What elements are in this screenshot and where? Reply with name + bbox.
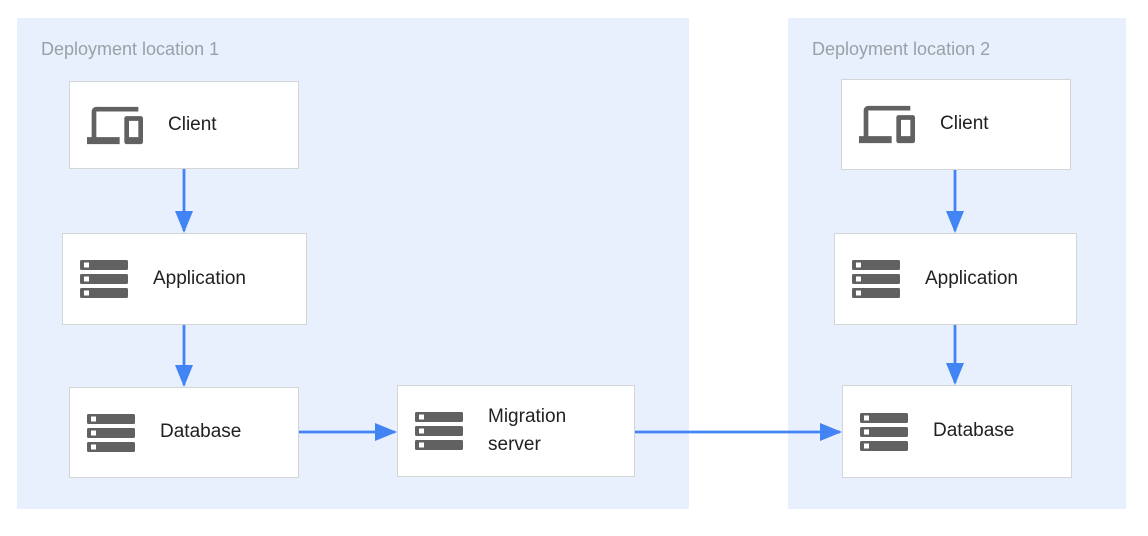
node-client-1: Client — [69, 81, 299, 169]
server-stack-icon — [852, 260, 900, 298]
node-client-2: Client — [841, 79, 1071, 170]
server-stack-icon — [87, 413, 135, 452]
node-database-2: Database — [842, 385, 1072, 478]
node-label: Client — [940, 113, 989, 135]
server-stack-icon — [80, 260, 128, 298]
devices-icon — [859, 101, 915, 148]
node-label: Migration server — [488, 405, 567, 456]
devices-icon — [87, 102, 143, 149]
node-label: Application — [925, 267, 1018, 289]
node-application-1: Application — [62, 233, 307, 325]
node-migration-server: Migration server — [397, 385, 635, 477]
node-label: Database — [160, 421, 242, 443]
node-label: Client — [168, 113, 217, 135]
node-label: Application — [153, 267, 246, 289]
node-application-2: Application — [834, 233, 1077, 325]
deployment-location-1-title: Deployment location 1 — [41, 39, 220, 59]
server-stack-icon — [415, 412, 463, 450]
server-stack-icon — [860, 412, 908, 451]
node-label: Database — [933, 420, 1015, 442]
node-database-1: Database — [69, 387, 299, 478]
deployment-location-2-title: Deployment location 2 — [812, 39, 991, 59]
